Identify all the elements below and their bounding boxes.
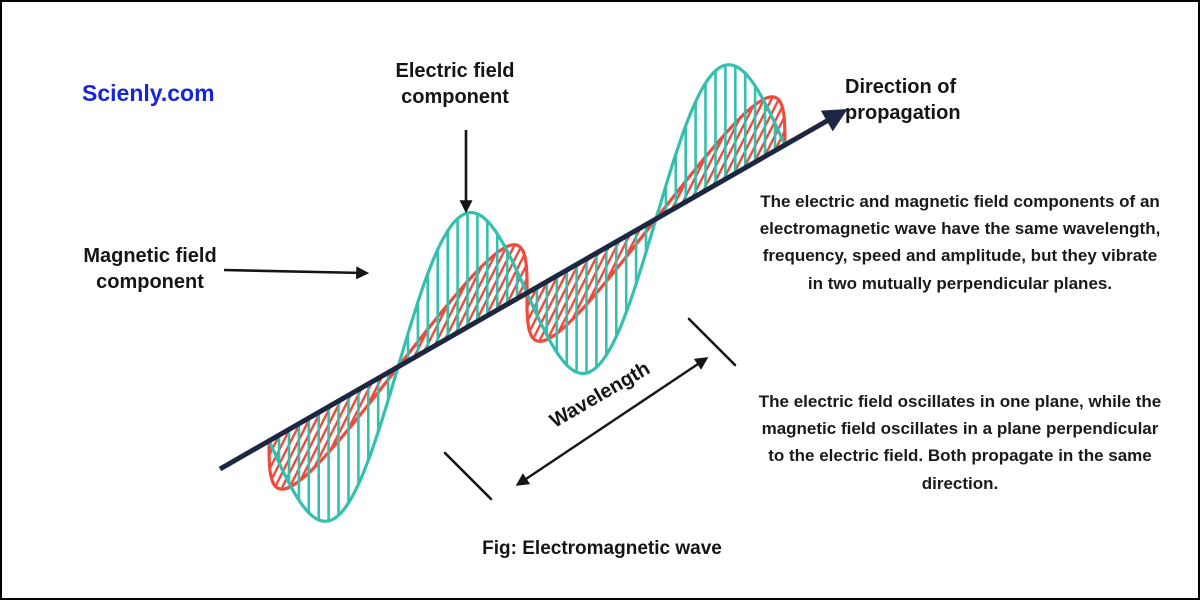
description-paragraph-1: The electric and magnetic field componen… bbox=[759, 192, 1161, 293]
wavelength-tick-right bbox=[687, 317, 737, 367]
propagation-axis-arrow bbox=[218, 109, 848, 472]
figure-caption: Fig: Electromagnetic wave bbox=[482, 538, 722, 559]
wavelength-double-arrow-icon bbox=[515, 357, 709, 486]
brand-watermark: Scienly.com bbox=[82, 80, 215, 106]
description-paragraph-2: The electric field oscillates in one pla… bbox=[758, 392, 1162, 493]
magnetic-field-label: Magnetic field component bbox=[83, 245, 217, 293]
direction-of-propagation-label: Direction of propagation bbox=[845, 76, 961, 124]
wavelength-tick-left bbox=[443, 451, 493, 501]
electric-field-label: Electric field component bbox=[395, 60, 515, 108]
magnetic-pointer-arrow-icon bbox=[223, 266, 370, 280]
